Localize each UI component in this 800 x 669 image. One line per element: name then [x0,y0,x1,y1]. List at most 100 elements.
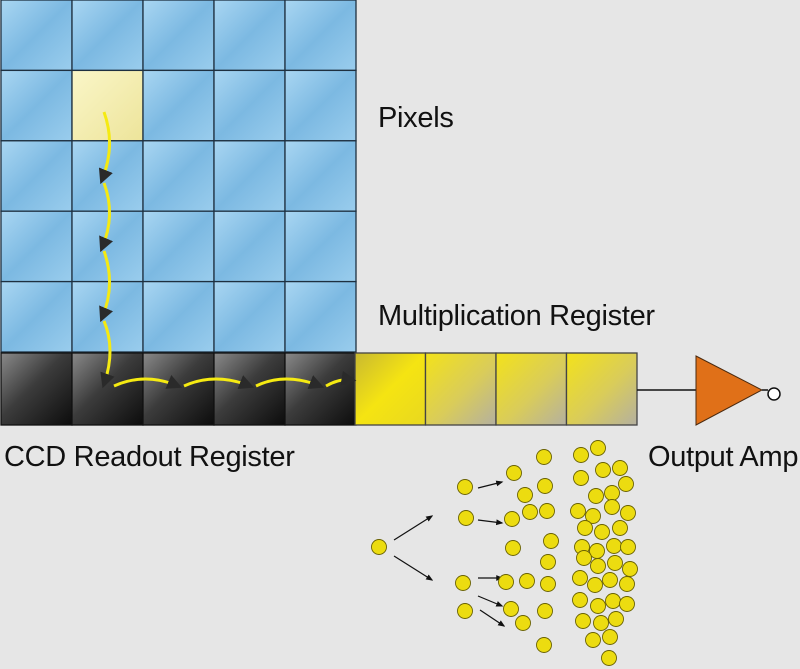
pixel-cell [142,69,215,142]
transfer-arrow-vertical-2 [99,182,114,253]
electron-circle-icon [590,440,606,456]
pixel-cell [0,69,73,142]
amplifier-triangle-icon [695,355,764,426]
electron-circle-icon [457,603,473,619]
electron-cascade [371,440,638,666]
electron-circle-icon [537,603,553,619]
pixel-cell [0,280,73,353]
readout-register-cell [0,352,73,426]
electron-circle-icon [601,650,617,666]
pixel-cell [213,69,286,142]
multiplication-register [354,352,638,426]
electron-circle-icon [515,615,531,631]
pixel-cell [213,280,286,353]
electron-circle-icon [612,460,628,476]
readout-register-cell [142,352,215,426]
pixel-cell [0,210,73,283]
electron-circle-icon [573,470,589,486]
pixel-cell [284,69,357,142]
output-amp-label: Output Amp [648,441,799,473]
electron-circle-icon [455,575,471,591]
readout-register-cell [71,352,144,426]
electron-circle-icon [604,485,620,501]
electron-circle-icon [618,476,634,492]
electron-circle-icon [570,503,586,519]
electron-circle-icon [506,465,522,481]
electron-circle-icon [585,632,601,648]
electron-circle-icon [587,577,603,593]
electron-circle-icon [590,558,606,574]
cascade-arrow [477,595,504,607]
electron-circle-icon [602,629,618,645]
electron-circle-icon [608,611,624,627]
pixel-cell [284,210,357,283]
pixel-cell [213,210,286,283]
electron-circle-icon [593,615,609,631]
electron-circle-icon [536,449,552,465]
electron-circle-icon [505,540,521,556]
multiplication-register-cell [495,352,568,426]
pixel-cell [284,0,357,72]
electron-circle-icon [585,508,601,524]
pixel-cell [284,280,357,353]
cascade-arrow [393,555,434,581]
pixel-cell [142,210,215,283]
pixel-cell [284,140,357,212]
cascade-arrow [479,609,506,627]
transfer-arrow-horizontal-1 [113,374,183,389]
electron-circle-icon [457,479,473,495]
electron-circle-icon [575,613,591,629]
electron-circle-icon [619,576,635,592]
electron-circle-icon [620,539,636,555]
pixel-cell [213,140,286,212]
cascade-arrow [477,519,504,526]
transfer-arrow-horizontal-3 [255,375,325,390]
pixel-grid [0,0,357,353]
multiplication-register-label: Multiplication Register [378,300,655,332]
multiplication-register-cell [354,352,427,426]
transfer-arrow-vertical-1 [98,111,113,185]
electron-circle-icon [594,524,610,540]
pixel-cell [71,0,144,72]
multiplication-cascade-arrows [393,480,506,627]
electron-circle-icon [572,592,588,608]
ccd-readout-register [0,352,357,426]
electron-circle-icon [458,510,474,526]
pixel-cell [142,140,215,212]
cascade-arrow [477,480,504,489]
electron-circle-icon [590,598,606,614]
electron-circle-icon [612,520,628,536]
electron-circle-icon [536,637,552,653]
pixels-label: Pixels [378,102,454,134]
electron-circle-icon [622,561,638,577]
readout-register-cell [213,352,286,426]
pixel-cell [142,280,215,353]
charge-transfer-path [98,111,357,390]
electron-circle-icon [504,511,520,527]
transfer-arrow-vertical-4 [100,320,115,389]
electron-circle-icon [537,478,553,494]
electron-circle-icon [576,550,592,566]
electron-circle-icon [519,573,535,589]
electron-circle-icon [543,533,559,549]
electron-circle-icon [588,488,604,504]
multiplication-register-cell [424,352,497,426]
electron-circle-icon [539,503,555,519]
pixel-cell [0,140,73,212]
pixel-cell [213,0,286,72]
electron-circle-icon [602,572,618,588]
ccd-readout-register-label: CCD Readout Register [4,441,295,473]
electron-circle-icon [620,505,636,521]
electron-circle-icon [503,601,519,617]
electron-circle-icon [540,554,556,570]
readout-register-cell [284,352,357,426]
transfer-arrow-horizontal-4 [325,370,357,388]
transfer-arrow-horizontal-2 [183,375,255,390]
pixel-cell [142,0,215,72]
electron-circle-icon [517,487,533,503]
output-amplifier [637,355,781,426]
electron-circle-icon [573,447,589,463]
cascade-arrow [393,515,434,541]
output-node-icon [767,387,781,401]
